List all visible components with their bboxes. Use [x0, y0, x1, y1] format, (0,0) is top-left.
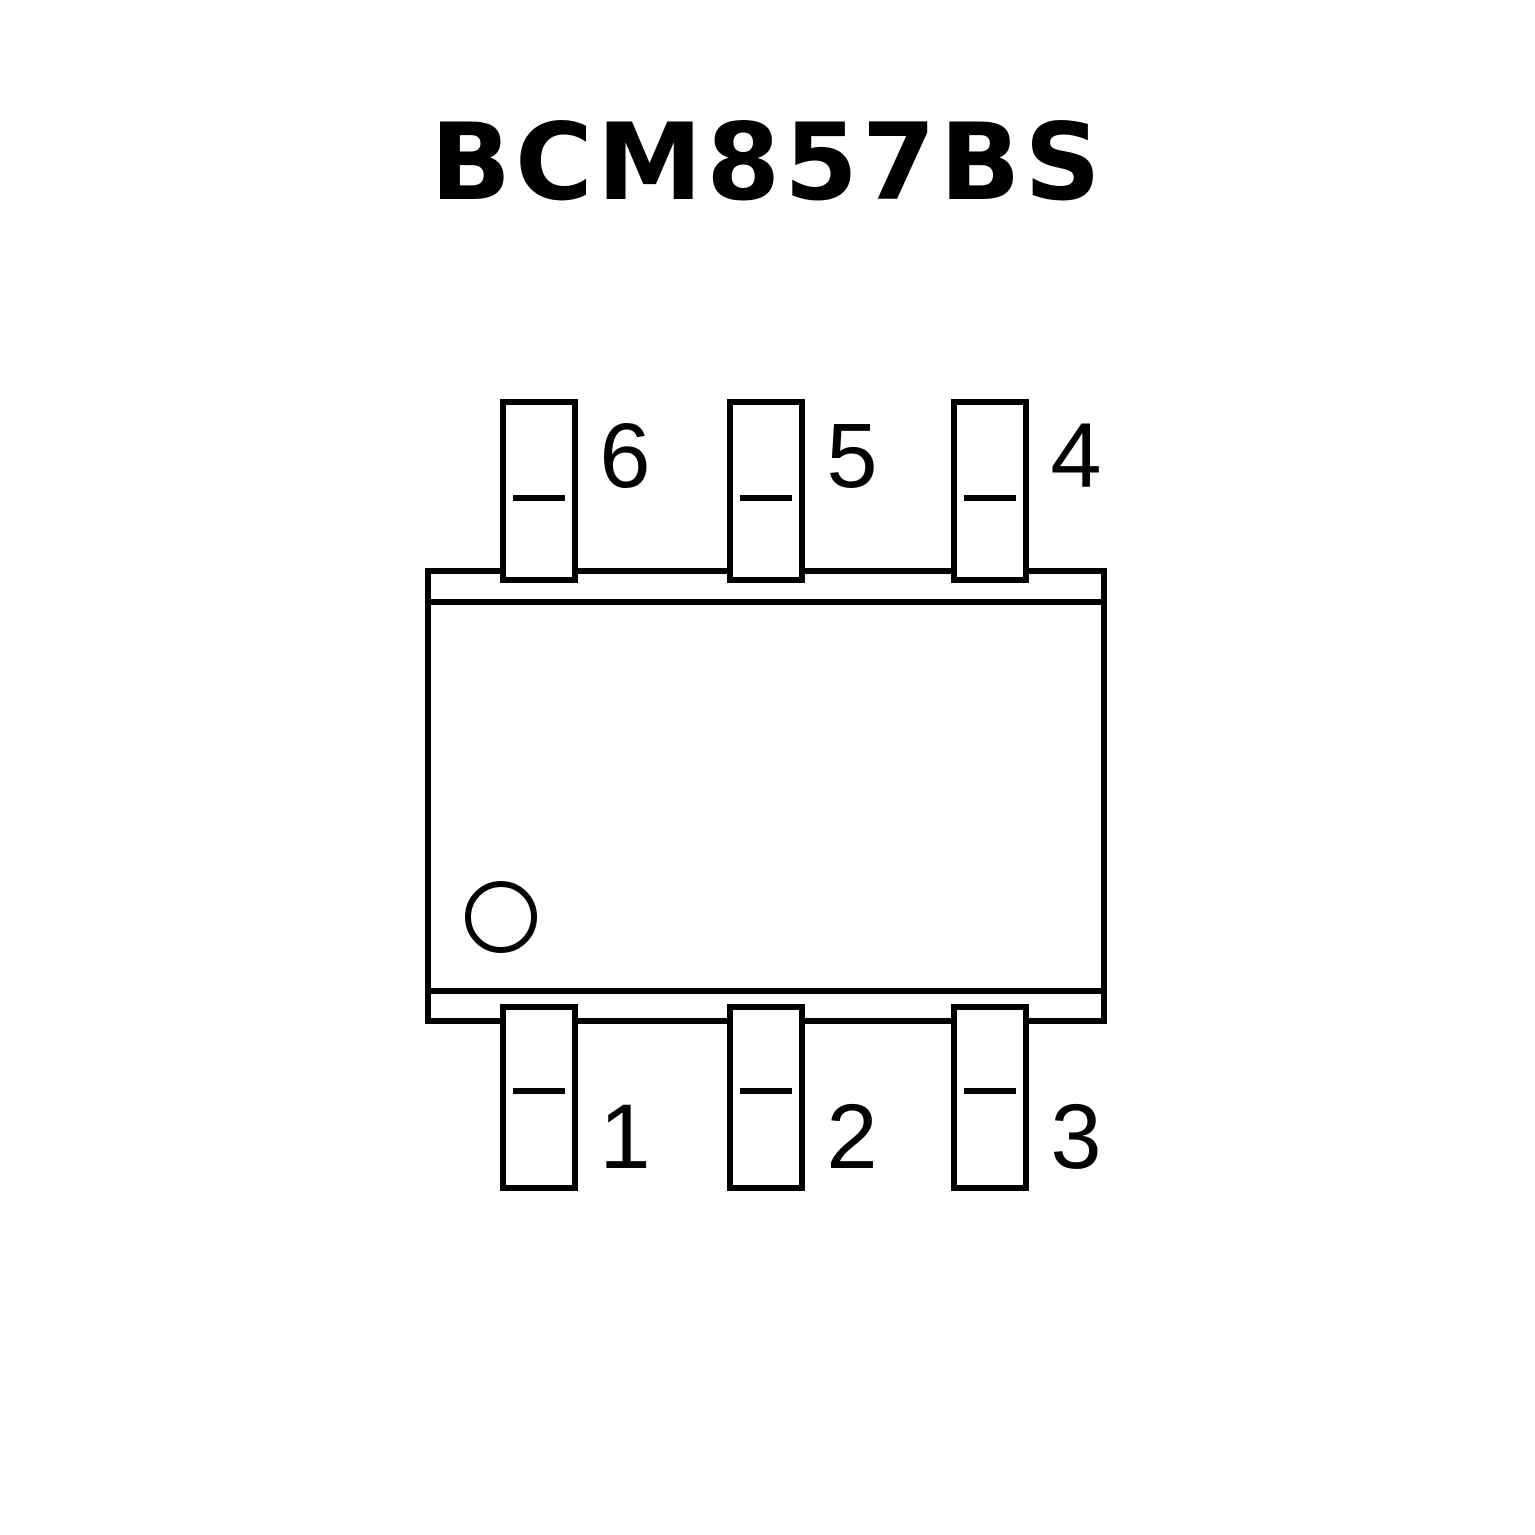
pin-lead [727, 1004, 805, 1191]
pin-1: 1 [500, 1004, 651, 1191]
pin-lead [951, 399, 1029, 583]
pin-number-label: 3 [1050, 1086, 1101, 1188]
pin-lead [951, 1004, 1029, 1191]
pin-2: 2 [727, 1004, 878, 1191]
pin-lead [500, 1004, 578, 1191]
pin-number-label: 4 [1050, 405, 1101, 507]
pin-number-label: 6 [599, 405, 650, 507]
package-body-outline [425, 568, 1107, 1024]
pin-3: 3 [951, 1004, 1102, 1191]
pin-5: 5 [727, 399, 878, 583]
pin-lead [727, 399, 805, 583]
pin-number-label: 1 [599, 1086, 650, 1188]
part-number-title: BCM857BS [430, 101, 1105, 224]
pin-number-label: 5 [826, 405, 877, 507]
pin-4: 4 [951, 399, 1102, 583]
pin1-marker-icon [465, 881, 537, 953]
pin-lead [500, 399, 578, 583]
pin-6: 6 [500, 399, 651, 583]
pin-number-label: 2 [826, 1086, 877, 1188]
